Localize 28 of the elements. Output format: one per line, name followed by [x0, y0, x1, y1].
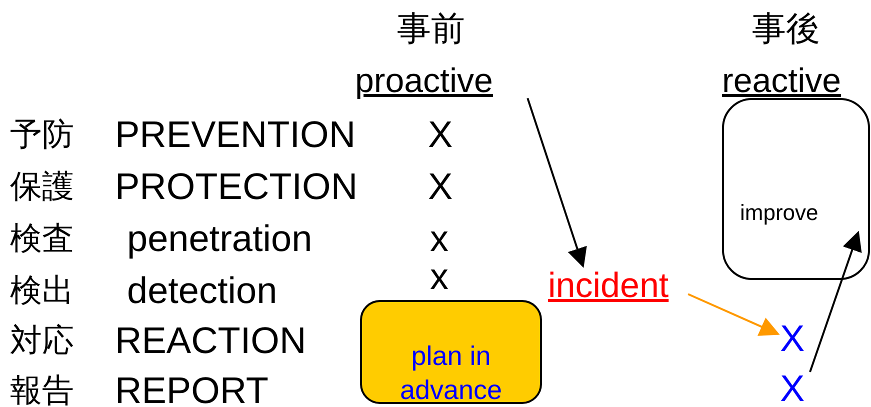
- plan-box: plan in advance: [360, 300, 542, 404]
- japanese-term: 検査: [10, 222, 74, 254]
- japanese-term: 保護: [10, 170, 74, 202]
- english-term: REACTION: [115, 322, 306, 359]
- english-term: detection: [127, 272, 278, 309]
- japanese-term: 対応: [10, 324, 74, 356]
- subheading-text: reactive: [722, 64, 842, 98]
- arrow: [526, 98, 587, 268]
- improve-box: improve: [722, 98, 870, 280]
- subheading-text: proactive: [355, 64, 493, 98]
- arrow: [809, 230, 862, 372]
- arrow: [688, 293, 780, 336]
- english-term: PREVENTION: [115, 116, 356, 153]
- x-mark: x: [430, 220, 448, 257]
- x-mark: x: [430, 258, 448, 295]
- x-mark: X: [428, 116, 453, 153]
- english-term: PROTECTION: [115, 168, 358, 205]
- x-mark: X: [778, 318, 810, 358]
- japanese-term: 検出: [10, 274, 74, 306]
- x-mark: X: [778, 368, 810, 407]
- x-mark: X: [428, 168, 453, 205]
- english-term: REPORT: [115, 372, 269, 407]
- heading-text: 事前: [397, 12, 465, 46]
- japanese-term: 予防: [10, 118, 74, 150]
- incident-label: incident: [546, 266, 694, 308]
- heading-text: 事後: [752, 12, 820, 46]
- japanese-term: 報告: [10, 374, 74, 406]
- english-term: penetration: [127, 220, 312, 257]
